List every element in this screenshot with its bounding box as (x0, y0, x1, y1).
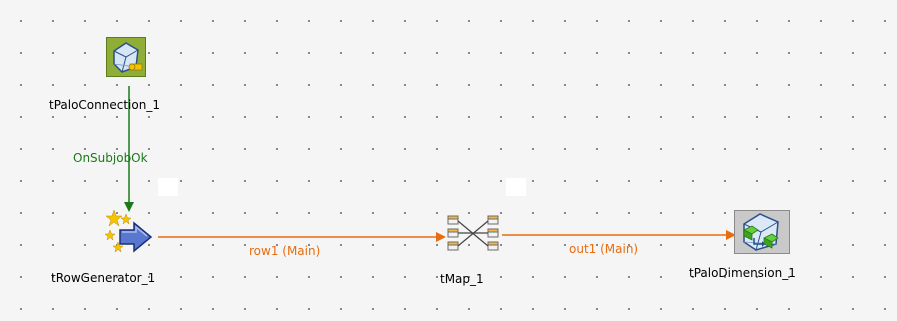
out1-link-label[interactable]: out1 (Main) (569, 242, 639, 256)
onsubjobok-link-label[interactable]: OnSubjobOk (73, 151, 148, 165)
palo-connection-icon[interactable] (106, 37, 146, 77)
row1-link-label[interactable]: row1 (Main) (249, 244, 321, 258)
tmap-icon[interactable] (446, 213, 502, 259)
palo-dimension-label: tPaloDimension_1 (689, 266, 796, 280)
canvas-blank-patch (158, 178, 178, 196)
palo-connection-label: tPaloConnection_1 (49, 98, 160, 112)
row-generator-label: tRowGenerator_1 (51, 271, 156, 285)
canvas-blank-patch (506, 178, 526, 196)
tmap-label: tMap_1 (440, 272, 484, 286)
row-generator-icon[interactable] (104, 208, 156, 256)
palo-dimension-icon[interactable] (734, 210, 790, 254)
